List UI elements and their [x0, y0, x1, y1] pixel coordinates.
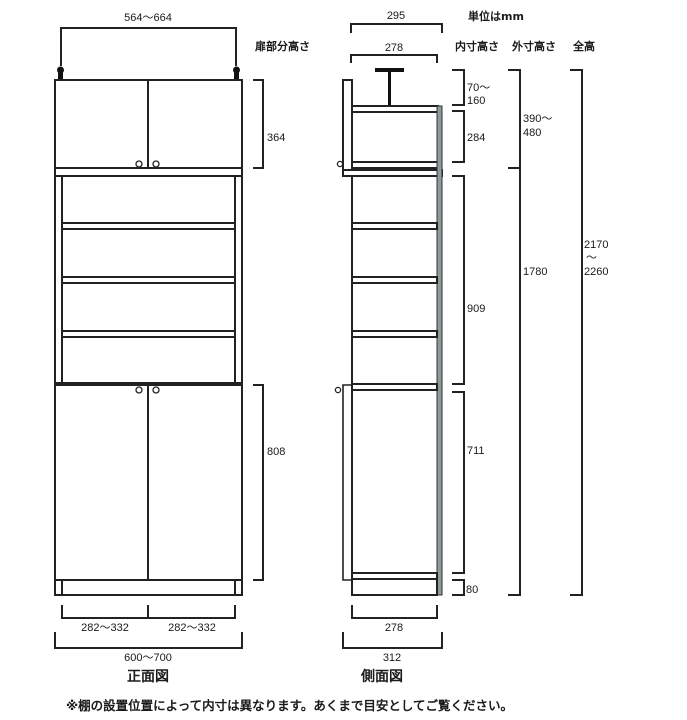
- lower-door-side: [342, 384, 352, 581]
- pole-gap-label-1: 70～: [467, 82, 490, 94]
- door-width-right-label: 282～332: [168, 622, 216, 634]
- pole-gap-dimension: [452, 69, 465, 106]
- pole-span-label: 564～664: [124, 12, 172, 24]
- upper-door-height-dimension: [253, 79, 264, 169]
- right-tension-pole-icon: [234, 70, 239, 80]
- lower-door-height-dimension: [253, 384, 264, 581]
- pole-gap-label-2: 160: [467, 95, 485, 107]
- plinth-label: 80: [466, 584, 478, 596]
- upper-door-side: [342, 79, 353, 171]
- column-outer-height: 外寸高さ: [511, 39, 556, 53]
- bottom-depth-inner-label: 278: [385, 622, 403, 634]
- footnote: ※棚の設置位置によって内寸は異なります。あくまで目安としてご覧ください。: [66, 698, 513, 713]
- upper-outer-label-2: 480: [523, 127, 541, 139]
- total-height-label-2: ～: [586, 252, 597, 264]
- height-dimensions: [452, 69, 583, 596]
- top-depth-outer-dimension: [350, 23, 443, 33]
- lower-door-height-label: 808: [267, 446, 285, 458]
- total-height-label-3: 2260: [584, 266, 608, 278]
- side-view: [334, 23, 443, 649]
- knob-icon: [152, 386, 160, 394]
- bottom-depth-inner-dimension: [351, 605, 438, 619]
- side-view-title: 側面図: [360, 668, 403, 685]
- plinth-dimension: [452, 579, 465, 596]
- upper-outer-label-1: 390～: [523, 113, 552, 125]
- shelf-board: [351, 330, 438, 338]
- lower-outer-dimension: [508, 167, 521, 596]
- knob-icon: [135, 386, 143, 394]
- upper-outer-dimension: [508, 69, 521, 169]
- total-height-label-1: 2170: [584, 239, 608, 251]
- plinth: [54, 579, 243, 596]
- top-depth-inner-dimension: [350, 54, 438, 63]
- upper-inner-dimension: [452, 110, 465, 163]
- total-height-dimension: [570, 69, 583, 596]
- door-width-left-label: 282～332: [81, 622, 129, 634]
- top-depth-outer-label: 295: [387, 10, 405, 22]
- shelf-board: [351, 276, 438, 284]
- left-tension-pole-icon: [58, 70, 63, 80]
- pole-span-dimension: [60, 27, 237, 66]
- knob-icon: [334, 386, 342, 394]
- column-inner-height: 内寸高さ: [455, 39, 499, 53]
- unit-label: 単位はmm: [468, 9, 524, 23]
- back-panel: [436, 105, 443, 596]
- side-plinth: [351, 578, 438, 596]
- knob-icon: [135, 160, 143, 168]
- upper-inner-label: 284: [467, 132, 485, 144]
- open-shelf-inner-label: 909: [467, 303, 485, 315]
- lower-inner-label: 711: [467, 445, 485, 457]
- lower-inner-dimension: [452, 391, 465, 574]
- knob-icon: [152, 160, 160, 168]
- top-depth-inner-label: 278: [385, 42, 403, 54]
- bottom-depth-outer-dimension: [342, 632, 443, 649]
- lower-unit-top-plate: [54, 167, 243, 177]
- shelf-board: [61, 222, 236, 230]
- side-top-plate: [342, 169, 443, 177]
- knob-icon: [336, 160, 344, 168]
- door-section-header: 扉部分高さ: [255, 39, 310, 53]
- upper-door-height-label: 364: [267, 132, 285, 144]
- shelf-board: [351, 222, 438, 230]
- shelf-board: [61, 330, 236, 338]
- front-view: [54, 27, 264, 649]
- total-width-dimension: [54, 632, 243, 649]
- column-total-height: 全高: [572, 39, 595, 53]
- shelf-board: [61, 276, 236, 284]
- front-view-title: 正面図: [127, 669, 169, 685]
- lower-outer-label: 1780: [523, 266, 547, 278]
- open-shelf-inner-dimension: [452, 175, 465, 385]
- bottom-depth-outer-label: 312: [383, 652, 401, 664]
- total-width-label: 600～700: [124, 652, 172, 664]
